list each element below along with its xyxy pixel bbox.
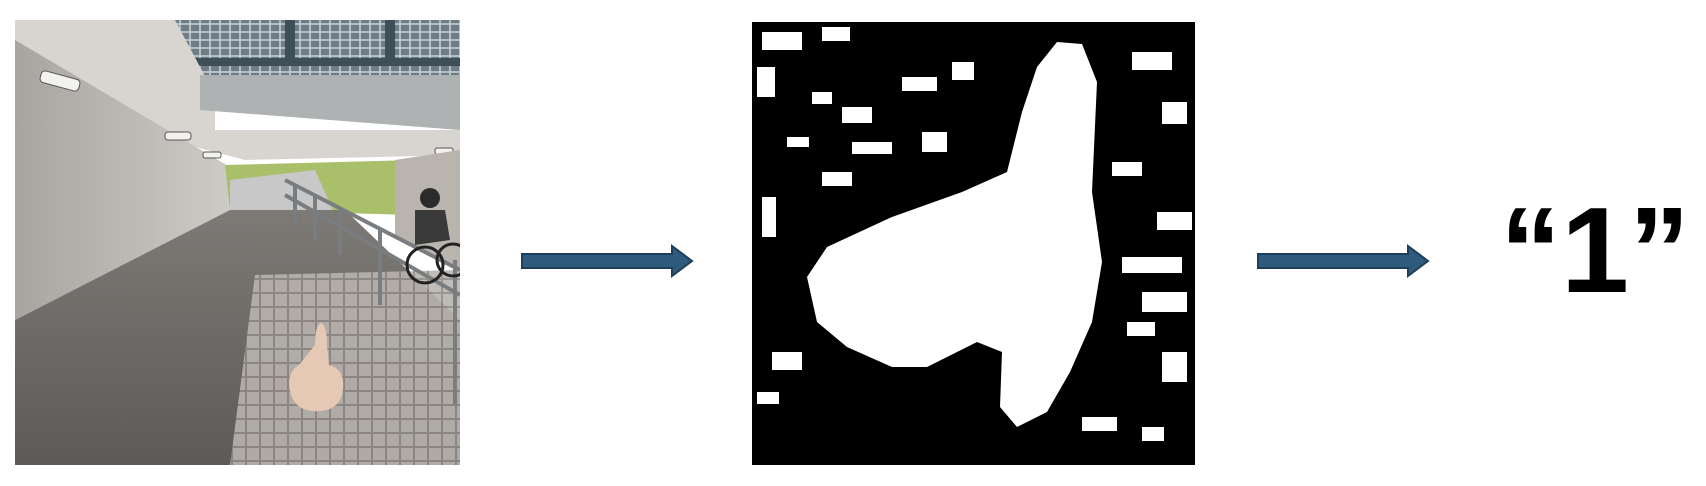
arrow-right-icon [520,244,695,278]
arrow-right-icon [1256,244,1431,278]
segmentation-mask [752,22,1195,465]
output-label: “1” [1500,182,1690,318]
input-photo [15,20,460,465]
